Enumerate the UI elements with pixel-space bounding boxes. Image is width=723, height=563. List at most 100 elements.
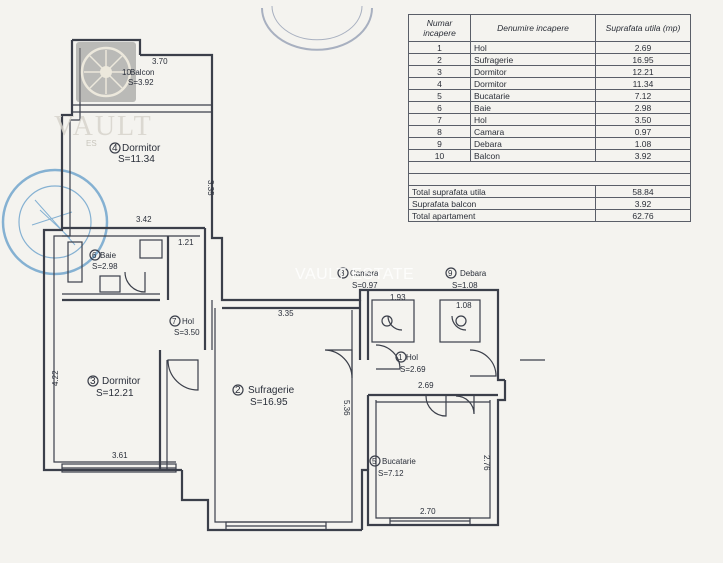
vault-logo-subtext: ES [86,139,97,148]
cell-nr: 6 [408,101,471,114]
cell-name: Baie [470,101,596,114]
baie-nr: 6 [92,251,97,260]
cell-nr: 5 [408,89,471,102]
hol7-name: Hol [182,317,194,326]
cell-area: 7.12 [595,89,691,102]
hol7-area: S=3.50 [174,328,200,337]
bucatarie-area: S=7.12 [378,469,404,478]
dormitor3-name: Dormitor [102,376,141,387]
interior-walls [62,104,498,470]
hol1-area: S=2.69 [400,365,426,374]
cell-name: Bucatarie [470,89,596,102]
cell-nr: 3 [408,65,471,78]
cell-nr: 8 [408,125,471,138]
dim-balcon-width: 3.70 [152,57,168,66]
dormitor4-nr: 4 [112,143,118,154]
cell-name: Hol [470,41,596,54]
balcon-name: Balcon [130,68,154,77]
cell-area: 2.69 [595,41,691,54]
dim-269: 2.69 [418,381,434,390]
header-nr: Numar incapere [408,14,471,42]
dim-276: 2.76 [482,455,491,471]
dim-121: 1.21 [178,238,194,247]
dimension-labels: 3.70 3.35 3.42 1.21 3.35 4.22 3.61 5.36 … [51,57,491,516]
windows [61,463,471,531]
baie-area: S=2.98 [92,262,118,271]
watermark-center: VAULT ESTATE [295,266,414,283]
baie-name: Baie [100,251,117,260]
cell-nr: 4 [408,77,471,90]
dim-342: 3.42 [136,215,152,224]
balcon-nr: 10 [122,68,131,77]
dim-422: 4.22 [51,370,60,386]
camara-area: S=0.97 [352,281,378,290]
dormitor3-area: S=12.21 [96,388,134,399]
table-header-row: Numar incapere Denumire incapere Suprafa… [408,14,691,42]
total-value: 62.76 [595,209,691,222]
cell-area: 2.98 [595,101,691,114]
cell-name: Balcon [470,149,596,162]
cell-area: 16.95 [595,53,691,66]
table-blank-row [408,173,691,186]
cell-nr: 9 [408,137,471,150]
cell-nr: 10 [408,149,471,162]
dim-108: 1.08 [456,301,472,310]
total-label: Suprafata balcon [408,197,596,210]
header-area: Suprafata utila (mp) [595,14,691,42]
debara-name: Debara [460,269,487,278]
balcon-area: S=3.92 [128,78,154,87]
stamp-top [261,5,373,51]
dormitor4-area: S=11.34 [118,154,155,165]
cell-name: Debara [470,137,596,150]
bucatarie-name: Bucatarie [382,457,416,466]
sufragerie-name: Sufragerie [248,385,295,396]
cell-name: Dormitor [470,65,596,78]
stamp-left [1,168,109,276]
cell-nr: 7 [408,113,471,126]
bathroom-fixtures [67,239,545,361]
total-value: 58.84 [595,185,691,198]
cell-nr: 1 [408,41,471,54]
hol1-name: Hol [406,353,418,362]
dim-361: 3.61 [112,451,128,460]
dim-536: 5.36 [342,400,351,416]
dim-335: 3.35 [278,309,294,318]
hol7-nr: 7 [172,317,177,326]
dormitor4-name: Dormitor [122,143,161,154]
dim-270: 2.70 [420,507,436,516]
dim-193: 1.93 [390,293,406,302]
total-value: 3.92 [595,197,691,210]
table-blank-row [408,161,691,174]
cell-area: 12.21 [595,65,691,78]
total-label: Total suprafata utila [408,185,596,198]
cell-area: 3.50 [595,113,691,126]
total-label: Total apartament [408,209,596,222]
room-number-circles [87,142,467,467]
vault-logo-text: VAULT [54,111,153,142]
room-labels: 10 Balcon S=3.92 4 Dormitor S=11.34 6 Ba… [90,68,487,478]
dormitor3-nr: 3 [90,376,96,387]
cell-name: Hol [470,113,596,126]
room-area-table: Numar incapere Denumire incapere Suprafa… [408,14,691,222]
camara-nr: 8 [340,269,345,278]
bucatarie-nr: 5 [372,457,377,466]
cell-area: 11.34 [595,77,691,90]
dim-dorm4-height: 3.35 [206,180,215,196]
cell-name: Camara [470,125,596,138]
vault-logo-icon [76,42,136,102]
doors [124,271,497,417]
sufragerie-nr: 2 [235,385,241,396]
camara-name: Camara [350,269,379,278]
